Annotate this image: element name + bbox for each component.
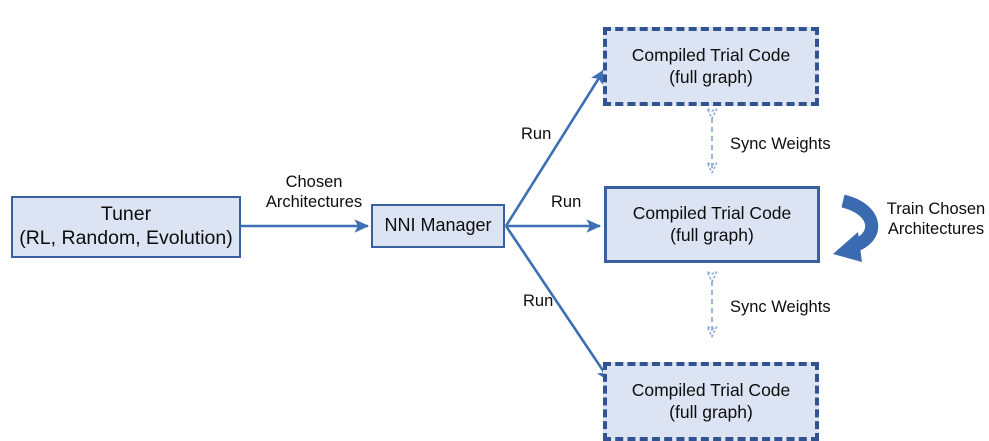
node-compiled-trial-code-middle-line2: (full graph): [670, 224, 754, 245]
node-compiled-trial-code-middle-line1: Compiled Trial Code: [632, 203, 792, 224]
edge-label-run-middle: Run: [551, 193, 582, 211]
node-tuner-line1: Tuner: [100, 203, 152, 226]
edge-label-train-chosen-line2: Architectures: [887, 220, 985, 239]
node-tuner[interactable]: Tuner (RL, Random, Evolution): [11, 196, 241, 258]
edge-label-sync-weights-top: Sync Weights: [730, 135, 831, 153]
node-compiled-trial-code-top-line2: (full graph): [669, 66, 753, 87]
edge-label-train-chosen-line1: Train Chosen: [886, 200, 986, 218]
edge-label-chosen-architectures-line2: Architectures: [265, 193, 363, 212]
edge-nni-to-trial-bottom: [504, 225, 612, 382]
edge-label-run-top: Run: [521, 125, 552, 143]
edge-label-sync-weights-bottom: Sync Weights: [730, 298, 831, 316]
edge-label-chosen-architectures: Chosen Architectures: [262, 172, 366, 213]
train-loop-arrow: [833, 194, 879, 262]
node-compiled-trial-code-bottom-line1: Compiled Trial Code: [631, 380, 791, 401]
edge-label-run-bottom: Run: [523, 292, 554, 310]
node-compiled-trial-code-top[interactable]: Compiled Trial Code (full graph): [603, 27, 819, 106]
node-tuner-line2: (RL, Random, Evolution): [19, 227, 233, 249]
edge-label-train-chosen-architectures: Train Chosen Architectures: [884, 199, 988, 240]
node-compiled-trial-code-top-line1: Compiled Trial Code: [631, 45, 791, 66]
edge-label-chosen-architectures-line1: Chosen: [285, 173, 343, 191]
node-compiled-trial-code-bottom[interactable]: Compiled Trial Code (full graph): [603, 362, 819, 441]
node-nni-manager-label: NNI Manager: [384, 215, 492, 236]
node-nni-manager[interactable]: NNI Manager: [371, 204, 505, 248]
node-compiled-trial-code-middle[interactable]: Compiled Trial Code (full graph): [604, 186, 820, 263]
node-compiled-trial-code-bottom-line2: (full graph): [669, 401, 753, 422]
